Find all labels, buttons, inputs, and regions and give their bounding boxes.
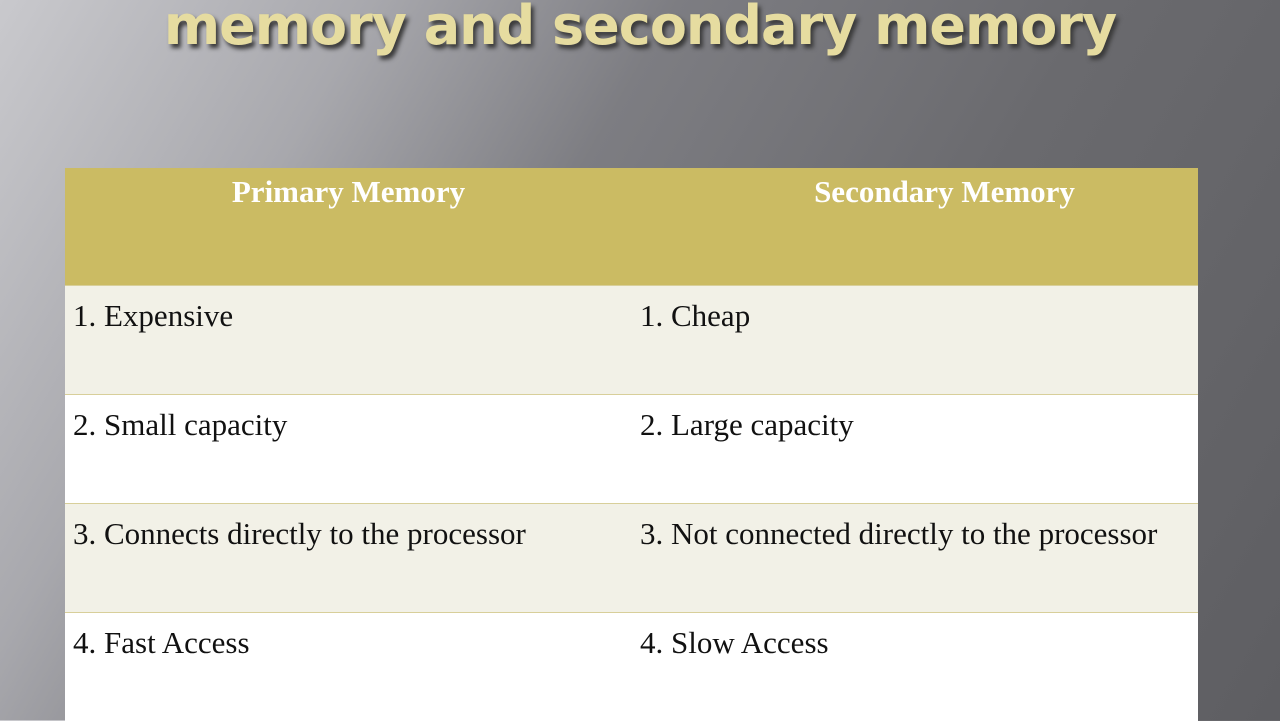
table-cell: 2. Large capacity — [632, 395, 1198, 504]
table-cell: 2. Small capacity — [65, 395, 632, 504]
table-cell: 1. Expensive — [65, 286, 632, 395]
table-cell: 3. Not connected directly to the process… — [632, 504, 1198, 613]
table-cell: 1. Cheap — [632, 286, 1198, 395]
table-cell: 3. Connects directly to the processor — [65, 504, 632, 613]
slide-title: memory and secondary memory — [0, 0, 1280, 64]
header-secondary-memory: Secondary Memory — [632, 168, 1198, 286]
table-cell: 4. Slow Access — [632, 613, 1198, 721]
table-header-row: Primary Memory Secondary Memory — [65, 168, 1198, 286]
table-row: 4. Fast Access 4. Slow Access — [65, 613, 1198, 721]
table-row: 3. Connects directly to the processor 3.… — [65, 504, 1198, 613]
header-primary-memory: Primary Memory — [65, 168, 632, 286]
table-cell: 4. Fast Access — [65, 613, 632, 721]
table-row: 1. Expensive 1. Cheap — [65, 286, 1198, 395]
comparison-table: Primary Memory Secondary Memory 1. Expen… — [65, 168, 1198, 721]
table-row: 2. Small capacity 2. Large capacity — [65, 395, 1198, 504]
